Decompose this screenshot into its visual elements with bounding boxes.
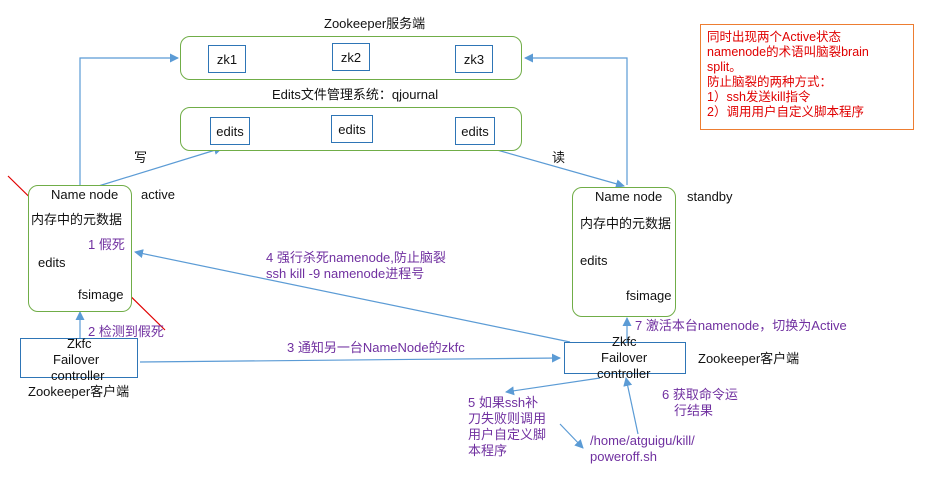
zk-node-1: zk1 xyxy=(208,45,246,73)
script-path-line2: poweroff.sh xyxy=(590,449,657,464)
edits-system-title: Edits文件管理系统：qjournal xyxy=(272,87,439,102)
left-zkfc-line2: Failover xyxy=(53,352,100,367)
note-line-2: namenode的术语叫脑裂brain xyxy=(707,45,869,59)
right-zk-link xyxy=(524,53,628,185)
right-namenode-edits: edits xyxy=(580,253,608,268)
left-zk-link xyxy=(79,53,179,185)
script-call-arrow xyxy=(559,423,584,449)
step4-label-line2: ssh kill -9 namenode进程号 xyxy=(266,266,425,281)
note-line-4: 防止脑裂的两种方式： xyxy=(707,75,833,89)
left-zkfc-line1: Zkfc xyxy=(67,336,92,351)
right-zkfc-box xyxy=(564,342,686,374)
edits-node-2: edits xyxy=(331,115,373,143)
brain-split-note: 同时出现两个Active状态 namenode的术语叫脑裂brain split… xyxy=(700,24,914,130)
edits-node-3: edits xyxy=(455,117,495,145)
step6-line1: 6 获取命令运 xyxy=(662,387,738,402)
right-namenode-metadata: 内存中的元数据 xyxy=(580,216,672,231)
note-line-5: 1）ssh发送kill指令 xyxy=(707,90,811,104)
zk-node-2: zk2 xyxy=(332,43,370,71)
right-zk-client-label: Zookeeper客户端 xyxy=(698,351,800,366)
left-namenode-title: Name node xyxy=(51,187,119,202)
left-namenode-fsimage: fsimage xyxy=(78,287,124,302)
right-zkfc-line3: controller xyxy=(597,366,651,381)
right-zkfc-line2: Failover xyxy=(601,350,648,365)
left-namenode-state: active xyxy=(141,187,175,202)
note-line-6: 2）调用用户自定义脚本程序 xyxy=(707,105,864,119)
right-namenode-title: Name node xyxy=(595,189,663,204)
write-arrow xyxy=(91,146,223,189)
step7-label: 7 激活本台namenode，切换为Active xyxy=(635,318,847,333)
script-path-line1: /home/atguigu/kill/ xyxy=(590,433,695,448)
step5-line1: 5 如果ssh补 xyxy=(468,395,539,410)
right-namenode-fsimage: fsimage xyxy=(626,288,672,303)
step4-label-line1: 4 强行杀死namenode,防止脑裂 xyxy=(266,250,446,265)
zkfc-to-script-label xyxy=(505,377,601,396)
left-zk-client-label: Zookeeper客户端 xyxy=(28,384,130,399)
left-zkfc-box xyxy=(20,338,138,378)
notify-arrow xyxy=(139,353,561,363)
fake-death-label: 1 假死 xyxy=(88,237,125,252)
step5-line4: 本程序 xyxy=(468,443,508,458)
step5-line2: 刀失败则调用 xyxy=(468,411,547,426)
step6-line2: 行结果 xyxy=(674,403,714,418)
write-label: 写 xyxy=(134,150,148,165)
note-line-1: 同时出现两个Active状态 xyxy=(707,30,842,44)
right-namenode-state: standby xyxy=(687,189,733,204)
left-zkfc-line3: controller xyxy=(51,368,105,383)
left-namenode-metadata: 内存中的元数据 xyxy=(31,212,123,227)
result-arrow xyxy=(623,377,639,435)
step2-label: 2 检测到假死 xyxy=(88,324,164,339)
zk-node-3: zk3 xyxy=(455,45,493,73)
step3-label: 3 通知另一台NameNode的zkfc xyxy=(287,340,465,355)
step5-line3: 用户自定义脚 xyxy=(468,427,547,442)
left-namenode-edits: edits xyxy=(38,255,66,270)
zk-server-title: Zookeeper服务端 xyxy=(324,16,426,31)
read-label: 读 xyxy=(552,150,566,165)
note-line-3: split。 xyxy=(707,60,742,74)
right-zkfc-line1: Zkfc xyxy=(612,334,637,349)
left-namenode-box xyxy=(28,185,132,312)
read-arrow xyxy=(489,147,625,189)
edits-node-1: edits xyxy=(210,117,250,145)
kill-arrow xyxy=(134,249,571,343)
right-namenode-box xyxy=(572,187,676,317)
